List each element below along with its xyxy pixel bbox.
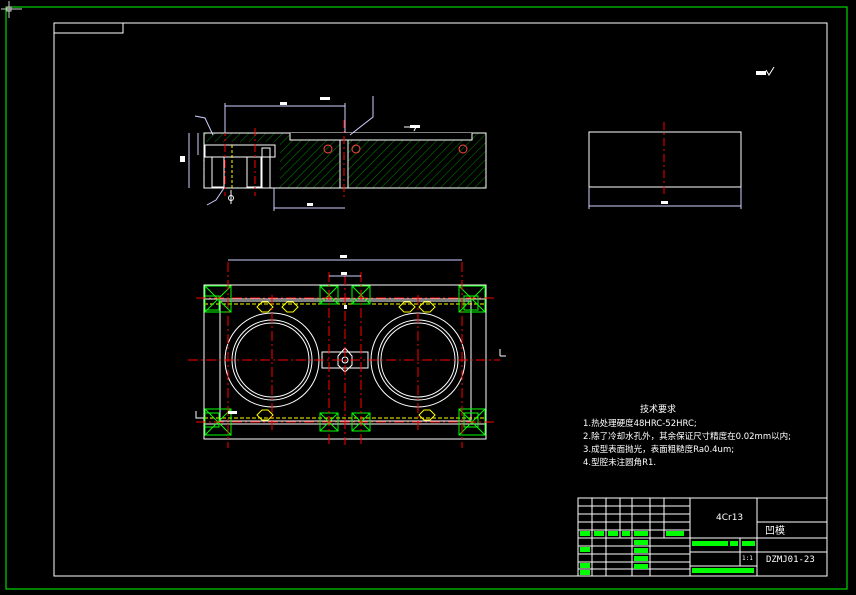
tech-req-item-3: 3.成型表面抛光，表面粗糙度Ra0.4um; bbox=[583, 444, 734, 455]
scale-label: 1:1 bbox=[742, 555, 753, 562]
title-block: 4Cr13 凹模 1:1 DZMJ01-23 bbox=[577, 497, 828, 577]
tech-req-item-2: 2.除了冷却水孔外，其余保证尺寸精度在0.02mm以内; bbox=[583, 431, 791, 442]
plan-view bbox=[188, 255, 506, 448]
drawing-number-label: DZMJ01-23 bbox=[766, 555, 815, 565]
section-view bbox=[180, 96, 487, 211]
tech-req-item-4: 4.型腔未注圆角R1. bbox=[583, 457, 656, 468]
drawing-code-box bbox=[53, 22, 124, 34]
tech-req-item-1: 1.热处理硬度48HRC-52HRC; bbox=[583, 418, 697, 429]
tech-req-heading: 技术要求 bbox=[640, 403, 676, 415]
technical-requirements: 技术要求 1.热处理硬度48HRC-52HRC; 2.除了冷却水孔外，其余保证尺… bbox=[583, 403, 791, 468]
surface-roughness-icon bbox=[756, 66, 775, 76]
part-name-label: 凹模 bbox=[765, 525, 785, 537]
ucs-axis-icon bbox=[1, 1, 22, 18]
drawing-frame bbox=[5, 6, 848, 590]
side-view bbox=[588, 122, 742, 209]
material-label: 4Cr13 bbox=[716, 513, 743, 523]
